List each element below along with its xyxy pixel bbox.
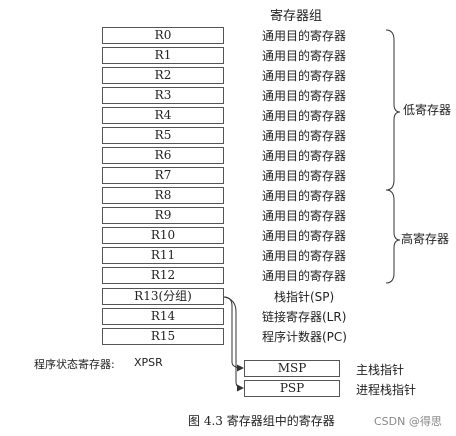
psr-label: 程序状态寄存器: <box>34 358 115 371</box>
register-box-r5: R5 <box>102 127 224 144</box>
psr-value: XPSR <box>134 356 163 369</box>
register-box-r13: R13(分组) <box>102 288 224 305</box>
msp-role: 主栈指针 <box>356 363 405 377</box>
register-role-r8: 通用目的寄存器 <box>262 189 347 203</box>
register-box-r6: R6 <box>102 147 224 164</box>
register-role-r6: 通用目的寄存器 <box>262 149 347 163</box>
register-role-r1: 通用目的寄存器 <box>262 49 347 63</box>
register-role-r3: 通用目的寄存器 <box>262 89 347 103</box>
low-registers-label: 低寄存器 <box>403 103 452 117</box>
psp-box: PSP <box>244 380 340 397</box>
register-box-r7: R7 <box>102 167 224 184</box>
figure-caption: 图 4.3 寄存器组中的寄存器 <box>188 414 335 428</box>
register-role-r0: 通用目的寄存器 <box>262 29 347 43</box>
register-box-r10: R10 <box>102 227 224 244</box>
register-role-r10: 通用目的寄存器 <box>262 229 347 243</box>
diagram-header: 寄存器组 <box>270 9 323 24</box>
register-role-r2: 通用目的寄存器 <box>262 69 347 83</box>
register-box-r0: R0 <box>102 27 224 44</box>
register-box-r14: R14 <box>102 308 224 325</box>
register-role-r9: 通用目的寄存器 <box>262 209 347 223</box>
register-role-r7: 通用目的寄存器 <box>262 169 347 183</box>
high-registers-brace <box>385 189 401 284</box>
register-role-r14: 链接寄存器(LR) <box>262 310 347 324</box>
register-box-r15: R15 <box>102 328 224 345</box>
register-role-r13: 栈指针(SP) <box>274 290 335 304</box>
register-box-r9: R9 <box>102 207 224 224</box>
high-registers-label: 高寄存器 <box>401 232 450 246</box>
msp-box: MSP <box>244 360 340 377</box>
register-box-r1: R1 <box>102 47 224 64</box>
register-role-r11: 通用目的寄存器 <box>262 249 347 263</box>
register-box-r11: R11 <box>102 247 224 264</box>
register-role-r15: 程序计数器(PC) <box>262 330 347 344</box>
csdn-watermark: CSDN @得思 <box>374 415 442 428</box>
r13-to-psp-connector <box>223 296 244 392</box>
register-box-r8: R8 <box>102 187 224 204</box>
register-role-r5: 通用目的寄存器 <box>262 129 347 143</box>
register-box-r3: R3 <box>102 87 224 104</box>
register-box-r12: R12 <box>102 267 224 284</box>
psp-role: 进程栈指针 <box>356 383 417 397</box>
register-role-r4: 通用目的寄存器 <box>262 109 347 123</box>
r13-to-msp-connector <box>223 296 244 372</box>
low-registers-brace <box>385 29 401 191</box>
register-box-r4: R4 <box>102 107 224 124</box>
register-box-r2: R2 <box>102 67 224 84</box>
register-role-r12: 通用目的寄存器 <box>262 269 347 283</box>
